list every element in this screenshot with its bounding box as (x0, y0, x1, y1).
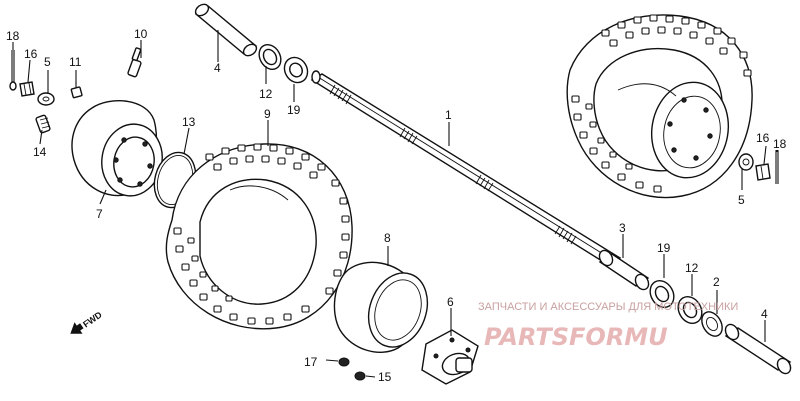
watermark-logo: PARTSFORMU (484, 323, 668, 351)
part-label: 13 (182, 115, 196, 129)
part-label: 18 (773, 137, 787, 151)
rear-axle-shaft (310, 70, 622, 267)
washer-5-right (738, 153, 754, 171)
part-label: 5 (44, 55, 51, 69)
part-label: 4 (761, 307, 768, 321)
bearing-lower-12 (677, 295, 703, 325)
part-label: 8 (384, 231, 391, 245)
bolt-15 (354, 371, 366, 381)
axle-spacer-tube-upper (194, 3, 258, 57)
part-label: 6 (447, 295, 454, 309)
oil-seal-upper-19 (283, 56, 309, 84)
part-label: 2 (713, 275, 720, 289)
dust-seal-2 (701, 311, 723, 337)
tire-left (165, 143, 353, 330)
bearing-upper-12 (258, 43, 282, 71)
castle-nut-16-right (755, 163, 771, 181)
stud-bolt-14 (35, 114, 51, 134)
part-label: 10 (134, 27, 148, 41)
part-label: 3 (619, 221, 626, 235)
forward-label: FWD (81, 309, 104, 329)
wheel-hub-left (71, 100, 163, 197)
part-label: 9 (264, 107, 271, 121)
valve-stem-10 (127, 47, 142, 78)
part-label: 16 (756, 131, 770, 145)
leader-lines (12, 30, 778, 378)
part-label: 17 (304, 355, 318, 369)
watermark: ЗАПЧАСТИ И АКСЕССУАРЫ ДЛЯ МОТОТЕХНИКИ PA… (478, 301, 738, 351)
forward-arrow-icon (70, 322, 84, 334)
part-label: 1 (445, 108, 452, 122)
part-label: 4 (214, 61, 221, 75)
wheel-assembly-right (566, 14, 753, 199)
part-label: 19 (657, 241, 671, 255)
part-label: 12 (685, 261, 699, 275)
part-label: 16 (24, 47, 38, 61)
wheel-rim-8 (333, 261, 429, 353)
nut-17 (338, 357, 350, 367)
part-label: 11 (69, 55, 82, 69)
part-label: 14 (33, 145, 47, 159)
part-label: 7 (96, 207, 103, 221)
axle-spacer-tube-lower (724, 323, 792, 375)
oil-seal-lower-19 (649, 279, 675, 309)
forward-direction-marker: FWD (70, 309, 104, 334)
watermark-tagline: ЗАПЧАСТИ И АКСЕССУАРЫ ДЛЯ МОТОТЕХНИКИ (478, 301, 738, 313)
washer-5-left (37, 92, 55, 106)
cotter-pin-18-right (775, 150, 779, 184)
part-labels: 1 2 3 4 4 5 5 6 7 8 9 10 11 12 12 13 14 … (6, 27, 787, 384)
part-label: 15 (378, 370, 392, 384)
part-label: 18 (6, 29, 20, 43)
cotter-pin-18-left (9, 50, 17, 91)
axle-spacer-3 (598, 249, 650, 291)
part-label: 12 (259, 87, 273, 101)
castle-nut-16-left (19, 81, 35, 97)
tire-right-tread (571, 14, 752, 193)
tire-left-tread (173, 143, 350, 325)
part-label: 19 (287, 103, 301, 117)
nut-11 (70, 82, 83, 99)
part-label: 5 (738, 193, 745, 207)
hub-flange-6 (421, 329, 479, 385)
